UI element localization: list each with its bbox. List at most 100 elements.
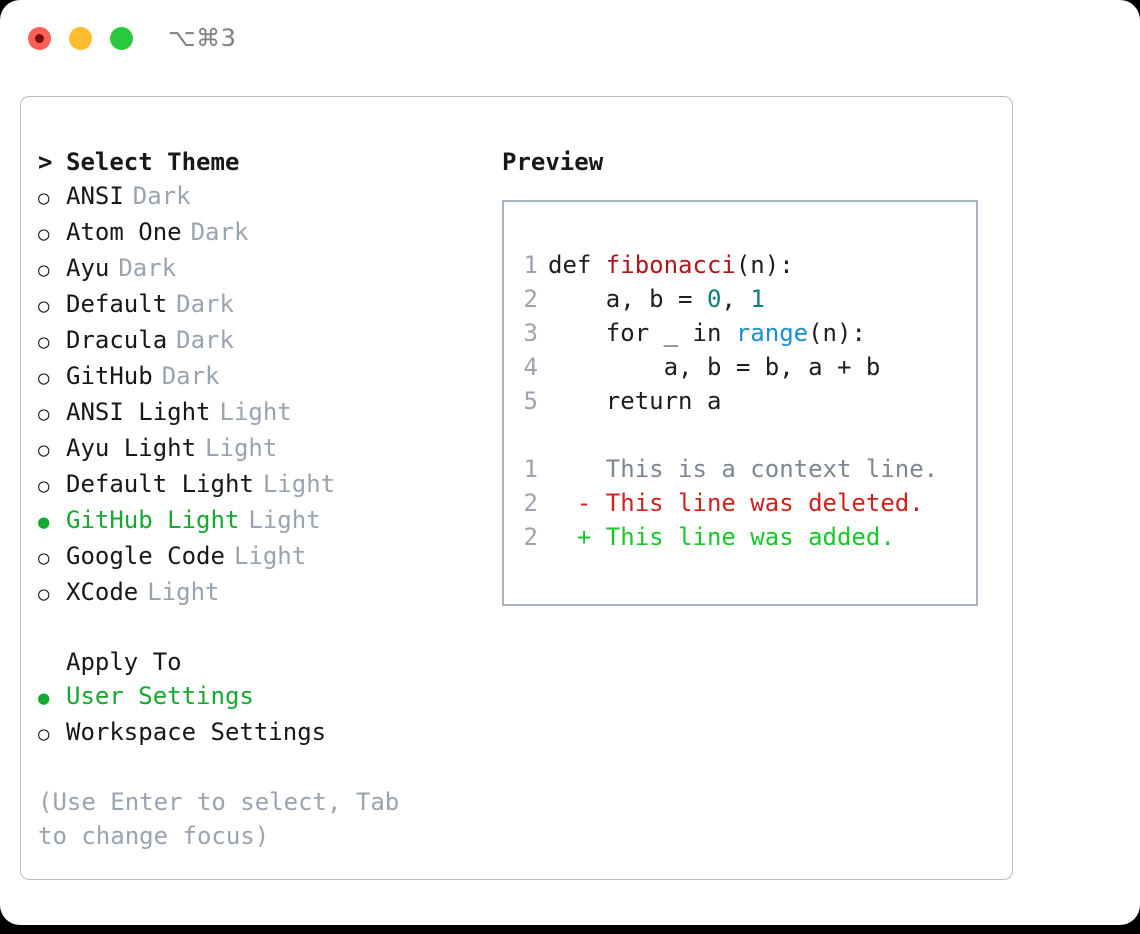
code-token-plain: def	[548, 251, 606, 279]
theme-option-label: Google Code	[66, 542, 225, 570]
line-number: 1	[523, 251, 538, 279]
theme-option-label: Dracula	[66, 326, 168, 354]
radio-unselected-icon: ○	[38, 295, 50, 317]
radio-unselected-icon: ○	[38, 547, 50, 569]
radio-selected-icon: ●	[38, 511, 50, 533]
radio-unselected-icon: ○	[38, 403, 50, 425]
code-token-plain: a, b =	[548, 285, 707, 313]
theme-option-tag: Dark	[161, 362, 220, 390]
line-number: 5	[523, 387, 538, 415]
radio-unselected-icon: ○	[38, 723, 50, 745]
select-theme-heading: > Select Theme	[38, 145, 478, 179]
line-number: 2	[523, 523, 538, 551]
theme-option-github[interactable]: ○ GitHub Dark	[38, 359, 478, 395]
prompt-caret-icon: >	[38, 148, 53, 176]
code-line: 2 a, b = 0, 1	[504, 282, 976, 316]
theme-option-ansi-light[interactable]: ○ ANSI Light Light	[38, 395, 478, 431]
radio-unselected-icon: ○	[38, 259, 50, 281]
theme-option-atom-one[interactable]: ○ Atom One Dark	[38, 215, 478, 251]
theme-option-label: Ayu	[66, 254, 110, 282]
radio-unselected-icon: ○	[38, 367, 50, 389]
code-line: 1 def fibonacci(n):	[504, 248, 976, 282]
theme-option-tag: Dark	[190, 218, 249, 246]
line-number: 2	[523, 489, 538, 517]
minimize-button-icon[interactable]	[69, 27, 92, 50]
code-line-content: def fibonacci(n):	[548, 248, 794, 282]
code-token-plain: ,	[721, 285, 751, 313]
theme-option-label: Atom One	[66, 218, 182, 246]
window-controls	[28, 27, 133, 50]
titlebar: ⌥⌘3	[0, 0, 1140, 78]
radio-unselected-icon: ○	[38, 331, 50, 353]
diff-line-content: This is a context line.	[548, 455, 939, 483]
theme-option-label: ANSI Light	[66, 398, 211, 426]
diff-line-context: 1 This is a context line.	[504, 452, 976, 486]
diff-line-deleted: 2 - This line was deleted.	[504, 486, 976, 520]
radio-unselected-icon: ○	[38, 475, 50, 497]
code-token-plain: (n):	[735, 251, 794, 279]
theme-option-tag: Dark	[176, 290, 234, 318]
code-token-builtin: range	[735, 319, 809, 347]
code-token-num: 0	[706, 285, 722, 313]
code-line-content: a, b = 0, 1	[548, 282, 765, 316]
diff-sample: 1 This is a context line.2 - This line w…	[504, 452, 976, 554]
theme-option-google-code[interactable]: ○ Google Code Light	[38, 539, 478, 575]
code-token-plain: for _ in	[548, 319, 736, 347]
radio-unselected-icon: ○	[38, 223, 50, 245]
code-token-plain: return a	[548, 387, 722, 415]
line-number: 2	[523, 285, 538, 313]
code-line: 4 a, b = b, a + b	[504, 350, 976, 384]
apply-to-option-label: User Settings	[66, 682, 254, 710]
theme-option-ayu-light[interactable]: ○ Ayu Light Light	[38, 431, 478, 467]
code-line: 3 for _ in range(n):	[504, 316, 976, 350]
theme-option-tag: Light	[219, 398, 292, 426]
theme-option-label: Ayu Light	[66, 434, 197, 462]
code-line-content: for _ in range(n):	[548, 316, 866, 350]
apply-to-option-user-settings[interactable]: ● User Settings	[38, 679, 478, 715]
radio-unselected-icon: ○	[38, 187, 50, 209]
maximize-button-icon[interactable]	[110, 27, 133, 50]
radio-unselected-icon: ○	[38, 583, 50, 605]
theme-option-default-light[interactable]: ○ Default Light Light	[38, 467, 478, 503]
theme-option-label: XCode	[66, 578, 139, 606]
preview-heading: Preview	[502, 148, 604, 176]
select-theme-heading-label: Select Theme	[66, 148, 240, 176]
theme-option-default[interactable]: ○ Default Dark	[38, 287, 478, 323]
line-number: 4	[523, 353, 538, 381]
keyboard-shortcut-label: ⌥⌘3	[168, 24, 237, 52]
theme-option-tag: Light	[248, 506, 321, 534]
theme-option-label: ANSI	[66, 182, 124, 210]
diff-line-content: - This line was deleted.	[548, 489, 924, 517]
keyboard-hint-text: (Use Enter to select, Tab to change focu…	[38, 788, 414, 850]
theme-option-label: Default	[66, 290, 168, 318]
apply-to-option-label: Workspace Settings	[66, 718, 327, 746]
theme-option-label: GitHub	[66, 362, 153, 390]
code-line-content: a, b = b, a + b	[548, 350, 881, 384]
apply-to-option-workspace-settings[interactable]: ○ Workspace Settings	[38, 715, 478, 751]
code-token-plain: a, b = b, a + b	[548, 353, 881, 381]
theme-option-tag: Light	[262, 470, 336, 498]
spacer	[38, 611, 478, 645]
theme-option-tag: Light	[233, 542, 307, 570]
code-token-plain: (n):	[808, 319, 866, 347]
radio-unselected-icon: ○	[38, 439, 50, 461]
line-number: 1	[523, 455, 538, 483]
theme-option-tag: Light	[205, 434, 278, 462]
close-button-icon[interactable]	[28, 27, 51, 50]
diff-line-added: 2 + This line was added.	[504, 520, 976, 554]
radio-selected-icon: ●	[38, 687, 50, 709]
code-line: 5 return a	[504, 384, 976, 418]
theme-option-label: Default Light	[66, 470, 254, 498]
